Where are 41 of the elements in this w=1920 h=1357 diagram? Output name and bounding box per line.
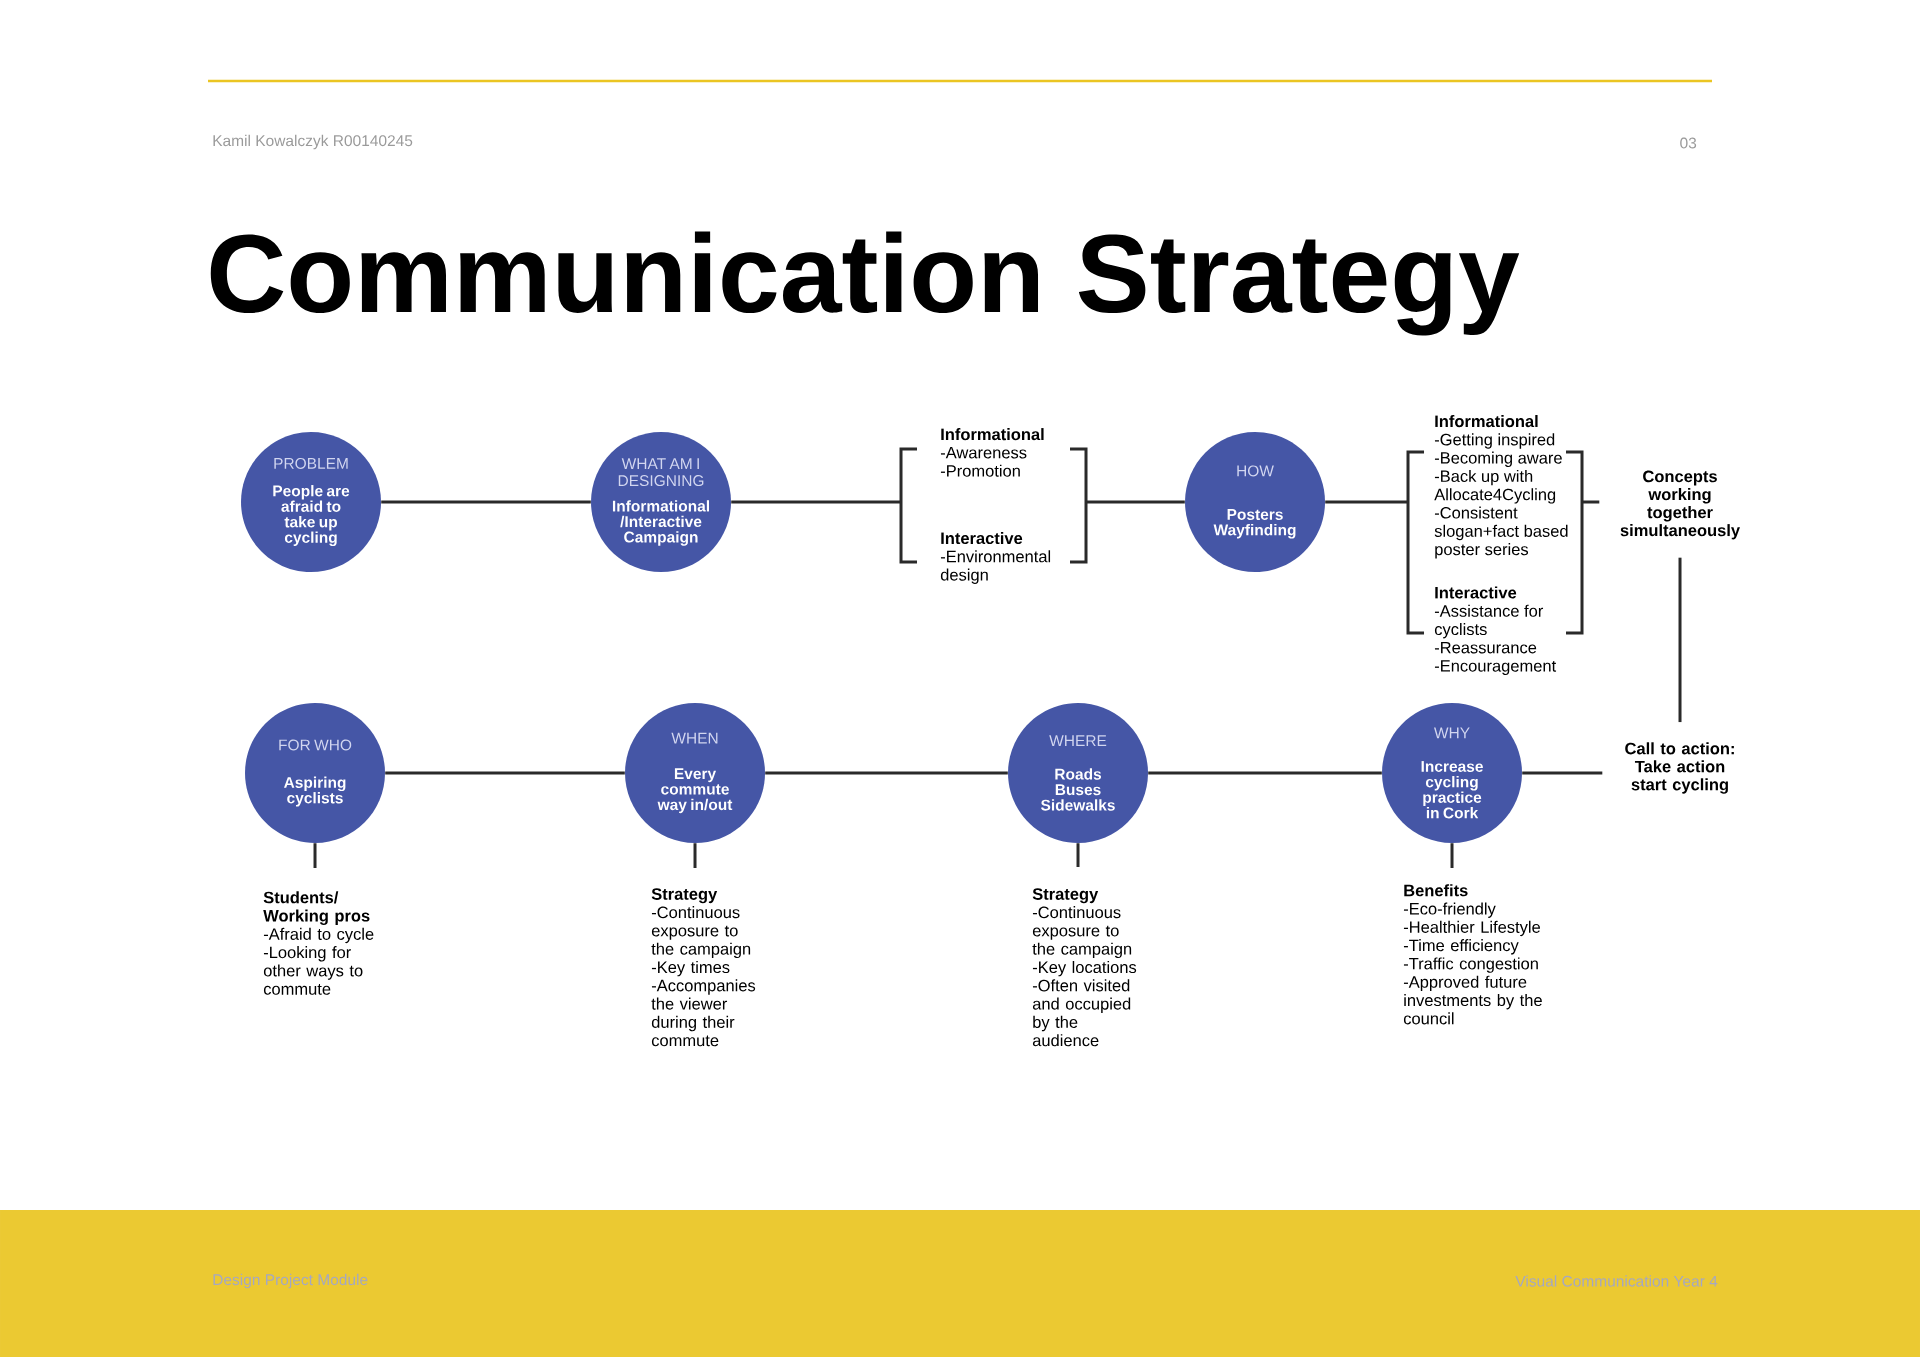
connector-line	[1582, 500, 1600, 504]
bullet-list: Strategy -Continuous exposure to the campaign -Key locations -Often visited and occupied by the audience	[1032, 888, 1137, 1047]
connector-line	[1522, 771, 1603, 775]
connector-line	[693, 843, 697, 868]
footer-text: Visual Communication Year 4	[1515, 1275, 1718, 1287]
connector-line	[1325, 500, 1408, 504]
connector-line	[313, 843, 317, 868]
connector-line	[731, 500, 901, 504]
node-label: -Reassurance	[1434, 641, 1537, 654]
node-label: -Encouragement	[1434, 660, 1557, 675]
node-label: -Assistance for cyclists	[1434, 604, 1544, 639]
connector-line	[1450, 843, 1454, 868]
bullet-list: Students/ Working pros -Afraid to cycle -Looking for other ways to commute	[263, 891, 374, 995]
node-label: -Becoming aware	[1434, 451, 1562, 467]
connector-line	[765, 771, 1008, 775]
footer-text: Design Project Module	[213, 1273, 368, 1289]
note-text: Concepts working together simultaneously	[1620, 470, 1740, 540]
connector-line	[1086, 500, 1185, 504]
node-label: Informational	[1435, 415, 1538, 428]
page-number: 03	[1680, 137, 1697, 149]
bullet-list: Strategy -Continuous exposure to the campaign -Key times -Accompanies the viewer during their commute	[651, 888, 756, 1047]
node-label: -Consistent slogan+fact based poster series	[1434, 506, 1568, 559]
node-label: Interactive	[941, 531, 1023, 545]
note-text: Call to action: Take action start cycling	[1625, 742, 1734, 794]
connector-line	[1076, 843, 1080, 867]
node-label: -Back up with Allocate4Cycling	[1434, 469, 1556, 504]
bullet-list: Informational -Awareness -Promotion Interactive -Environmental design	[940, 428, 1051, 584]
connector-line	[385, 771, 625, 775]
connector-line	[381, 500, 591, 504]
node-label: -Getting inspired	[1434, 433, 1555, 449]
bullet-list: Informational -Getting inspired -Becoming aware -Back up with Allocate4Cycling -Consistent slogan+fact based poster series Interactive -Assistance for cyclists -Reassurance -Encouragement	[1434, 415, 1568, 675]
node-label: -Environmental design	[940, 550, 1051, 584]
connector-line	[1148, 771, 1382, 775]
bullet-list: Benefits -Eco-friendly -Healthier Lifestyle -Time efficiency -Traffic congestion -Approved future investments by the council	[1403, 884, 1542, 1025]
page-title: Communication Strategy	[210, 231, 1520, 336]
node-label: Informational	[941, 428, 1044, 441]
connector-line	[1678, 557, 1682, 723]
node-label: Interactive	[1435, 586, 1517, 599]
node-label: -Promotion	[940, 464, 1020, 477]
node-label: -Awareness	[940, 446, 1027, 459]
author-name: Kamil Kowalczyk R00140245	[213, 134, 413, 150]
